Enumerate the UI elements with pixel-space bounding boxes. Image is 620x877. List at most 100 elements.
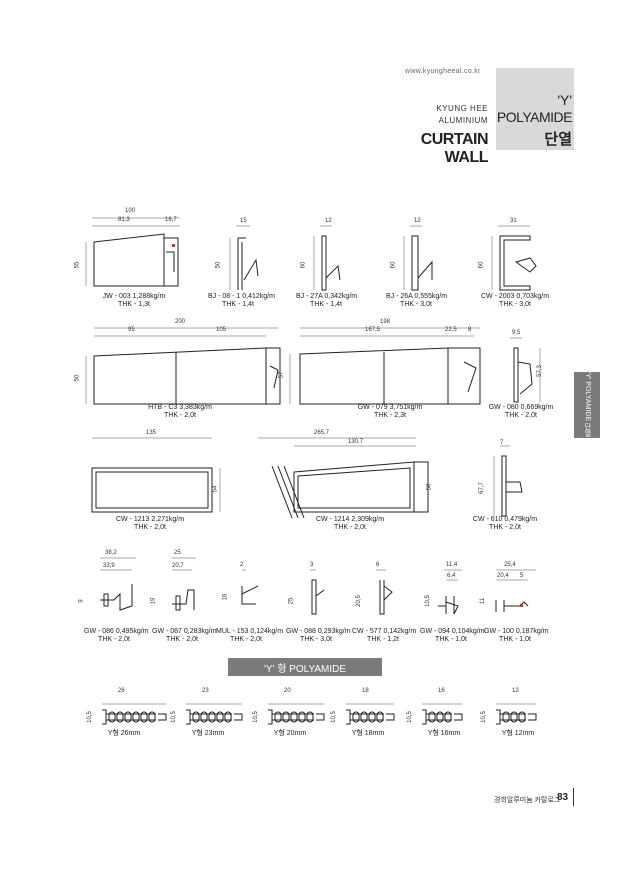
page-number: 83 [557, 792, 569, 803]
polyamide-height: 10,5 [252, 711, 259, 723]
profile-drawing-cw1214 [258, 437, 429, 519]
dim-cw610-h: 67,7 [478, 482, 485, 494]
polyamide-width: 12 [512, 688, 519, 694]
dim-cw2003-w: 31 [510, 218, 517, 224]
brand-line-1: KYUNG HEE [436, 104, 488, 113]
dim-gw094-w: 11,4 [446, 562, 458, 568]
dim-gw086-a: 33,9 [103, 563, 115, 569]
dim-jw003-b: 18,7 [165, 217, 177, 223]
dim-jw003-h: 55 [74, 261, 81, 269]
dim-bj26a-h: 60 [390, 261, 397, 269]
profile-drawing-cw1213 [91, 437, 221, 513]
polyamide-width: 18 [362, 688, 369, 694]
footer-company: 경희알루미늄 카탈로그 [494, 797, 561, 804]
dim-htbc3-h: 50 [74, 374, 81, 382]
dim-gw086-h: 9 [78, 599, 85, 603]
dim-gw100-b: 5 [520, 573, 524, 579]
dim-gw079-b: 22,5 [445, 327, 457, 333]
dim-cw1213-w: 135 [146, 430, 157, 436]
side-tab[interactable]: 'Y' POLYAMIDE 단열 [574, 372, 600, 438]
dim-htbc3-a: 95 [128, 327, 135, 333]
polyamide-item: 16 10,5 Y형 16mm [407, 688, 476, 740]
polyamide-drawing [422, 703, 463, 725]
dim-gw100-h: 11 [480, 597, 487, 605]
dim-cw610-w: 7 [500, 440, 504, 446]
profile-drawing-gw087 [172, 557, 196, 611]
profile-drawing-gw080 [510, 337, 541, 403]
polyamide-drawing [186, 703, 243, 725]
dim-bj081-h: 50 [215, 261, 222, 269]
polyamide-drawing [268, 703, 325, 725]
brand-line-2: ALUMINIUM [438, 116, 488, 125]
dim-cw1213-h: 54 [212, 485, 219, 493]
website-url[interactable]: www.kyungheeal.co.kr [405, 68, 481, 75]
dim-bj27a-w: 12 [325, 218, 332, 224]
section-title-bar: 'Y' 형 POLYAMIDE [228, 658, 382, 676]
polyamide-label: Y형 20mm [273, 730, 307, 737]
dim-gw088-w: 3 [310, 562, 314, 568]
profile-drawing-gw100 [495, 569, 536, 612]
dim-gw079-w: 198 [380, 319, 391, 325]
profile-drawing-bj26a [403, 225, 433, 291]
dim-gw079-a: 167,5 [365, 327, 381, 333]
polyamide-width: 16 [438, 688, 445, 694]
profile-drawing-gw079 [289, 327, 481, 405]
polyamide-drawing [102, 703, 167, 725]
dim-bj081-w: 15 [240, 218, 247, 224]
polyamide-width: 26 [118, 688, 125, 694]
dim-gw094-h: 10,5 [424, 595, 431, 607]
profile-drawing-cw577 [376, 569, 393, 615]
polyamide-drawing [496, 703, 537, 725]
dim-htbc3-b: 105 [216, 327, 227, 333]
polyamide-drawing [346, 703, 395, 725]
dim-gw088-h: 25 [288, 597, 295, 605]
series-korean: 단열 [544, 131, 572, 148]
dim-cw577-w: 6 [376, 562, 380, 568]
dim-jw003-a: 81,3 [118, 217, 130, 223]
dim-cw1214-h: 50 [426, 483, 433, 491]
profile-drawing-cw2003 [491, 225, 537, 291]
dim-bj27a-h: 60 [300, 261, 307, 269]
dim-gw094-a: 6,4 [447, 573, 456, 579]
dim-gw080-h: 57,3 [536, 365, 543, 377]
polyamide-label: Y형 23mm [191, 730, 225, 737]
profile-drawing-gw086 [100, 557, 136, 611]
dim-gw087-a: 20,7 [172, 563, 184, 569]
dim-cw1214-a: 130,7 [348, 439, 364, 445]
dim-cw2003-h: 60 [478, 261, 485, 269]
dim-gw079-h: 57 [278, 371, 285, 379]
profile-drawing-jw003 [85, 217, 180, 287]
dim-gw079-c: 8 [468, 327, 472, 333]
dim-bj26a-w: 12 [414, 218, 421, 224]
polyamide-height: 10,5 [406, 711, 413, 723]
profile-drawing-cw610 [493, 445, 523, 517]
dim-mul153-h: 16 [222, 593, 229, 601]
dim-gw087-h: 19 [150, 597, 157, 605]
profile-drawing-htbc3 [85, 327, 281, 405]
polyamide-label: Y형 18mm [351, 730, 385, 737]
series-y: 'Y' [557, 92, 572, 108]
dim-mul153-w: 2 [240, 562, 244, 568]
polyamide-height: 10,5 [480, 711, 487, 723]
dim-jw003-width: 100 [125, 208, 136, 214]
profile-drawing-mul153 [241, 569, 259, 605]
profile-drawing-gw094 [438, 569, 462, 615]
dim-gw087-w: 25 [174, 550, 181, 556]
polyamide-label: Y형 16mm [427, 730, 461, 737]
